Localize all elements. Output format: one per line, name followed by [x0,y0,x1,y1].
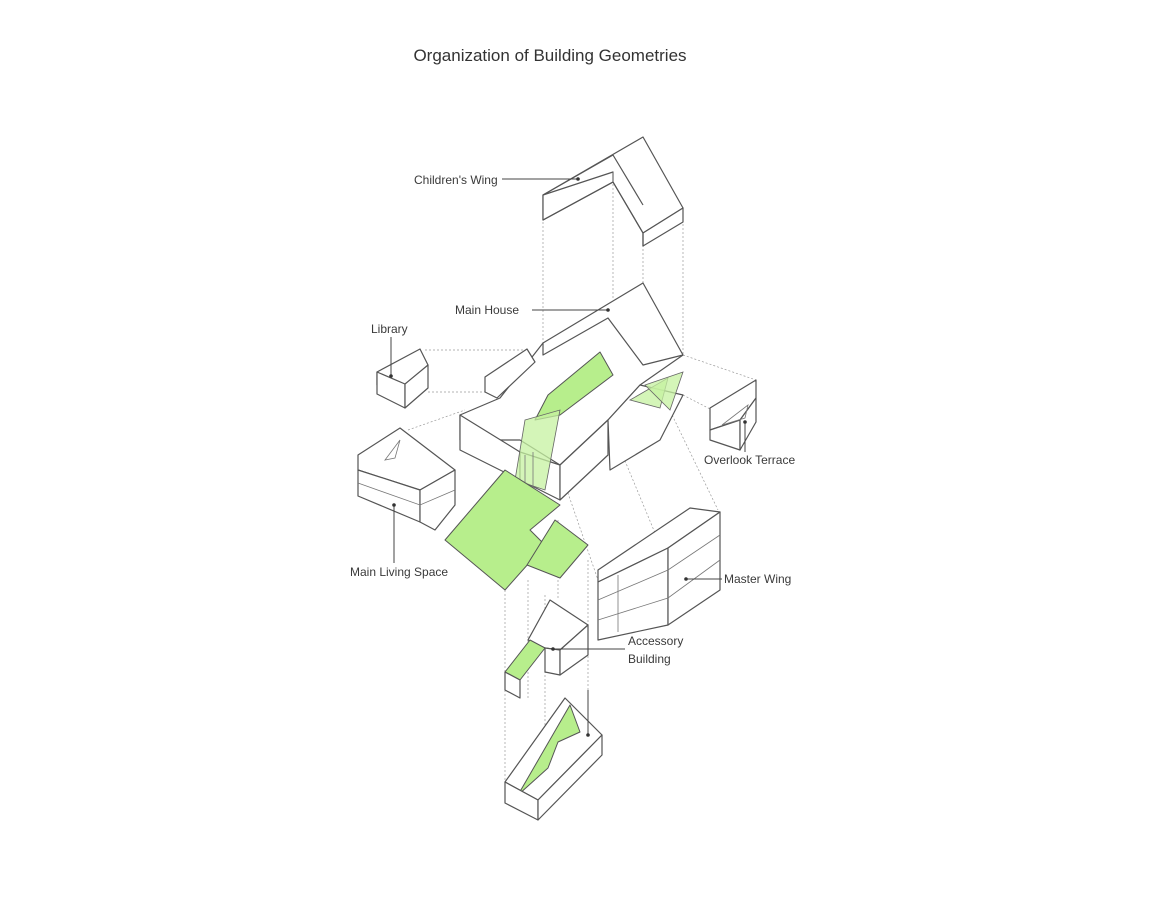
label-childrens-wing-text: Children's Wing [414,173,498,187]
overlook-terrace-volume [709,379,757,451]
library-volume [376,348,429,409]
childrens-wing-volume [542,136,684,247]
label-accessory-building-line2: Building [628,652,671,666]
label-childrens-wing: Children's Wing [414,173,580,187]
label-main-living-space: Main Living Space [350,503,448,579]
label-library: Library [371,322,408,378]
projection-lines [407,172,757,805]
master-wing-volume [597,507,721,641]
label-main-living-space-text: Main Living Space [350,565,448,579]
diagram-title: Organization of Building Geometries [413,46,687,65]
label-master-wing-text: Master Wing [724,572,791,586]
label-main-house: Main House [455,303,610,317]
main-house-volume [459,282,684,501]
label-library-text: Library [371,322,408,336]
label-overlook-terrace: Overlook Terrace [704,420,795,467]
accessory-building-volume [504,599,589,699]
label-accessory-building: Accessory Building [551,634,683,737]
label-accessory-building-line1: Accessory [628,634,683,648]
main-living-space-volume [357,427,589,591]
label-main-house-text: Main House [455,303,519,317]
label-overlook-terrace-text: Overlook Terrace [704,453,795,467]
accessory-pad-volume [504,697,603,821]
label-master-wing: Master Wing [684,572,791,586]
